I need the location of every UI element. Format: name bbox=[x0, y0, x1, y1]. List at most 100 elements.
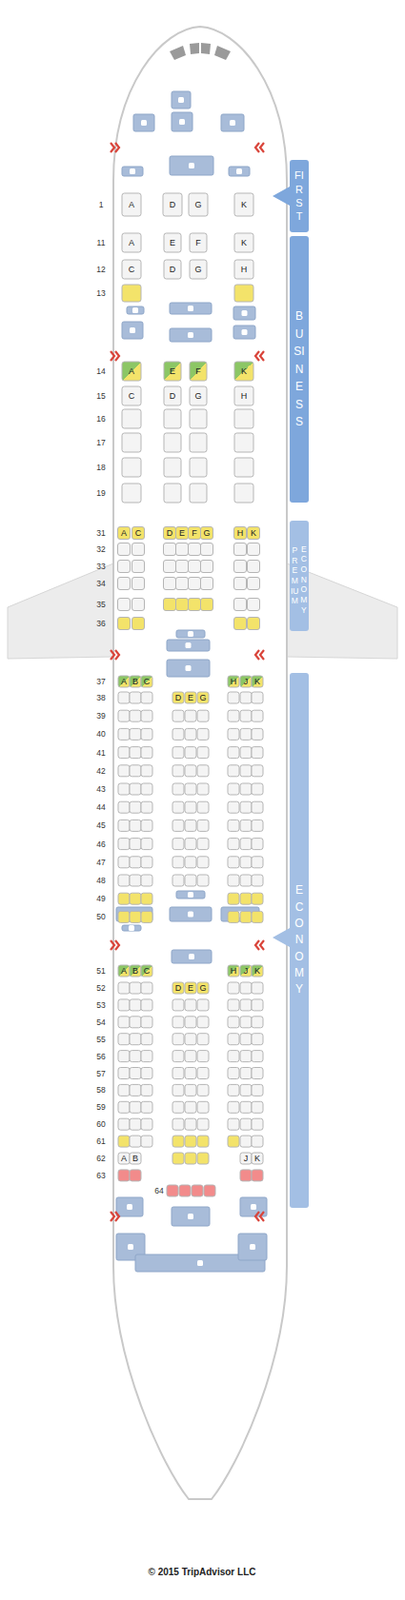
seat bbox=[141, 839, 153, 851]
seat bbox=[118, 544, 131, 557]
seat bbox=[251, 710, 264, 723]
seat bbox=[227, 1017, 240, 1030]
seat bbox=[227, 839, 240, 851]
seat bbox=[247, 578, 261, 591]
seat bbox=[240, 692, 252, 705]
seat bbox=[191, 1186, 203, 1198]
seat bbox=[163, 386, 182, 406]
seat bbox=[247, 527, 261, 541]
seat bbox=[118, 729, 130, 741]
seat bbox=[163, 260, 182, 280]
row-number: 51 bbox=[96, 968, 105, 977]
exit-arrow bbox=[260, 142, 264, 153]
exit-arrow bbox=[255, 650, 260, 661]
exit-arrow bbox=[110, 142, 115, 153]
seat-letter: B bbox=[132, 968, 139, 977]
seat bbox=[247, 599, 261, 612]
seat bbox=[176, 544, 189, 557]
seat bbox=[121, 433, 142, 453]
seat bbox=[234, 433, 254, 453]
seat bbox=[240, 1085, 252, 1097]
seat-letter: D bbox=[169, 392, 177, 402]
seat bbox=[118, 692, 130, 705]
seat bbox=[240, 1069, 252, 1081]
galley-icon bbox=[126, 1205, 133, 1212]
seat bbox=[197, 784, 209, 796]
galley-icon bbox=[249, 1245, 256, 1252]
seat bbox=[179, 1186, 191, 1198]
seat bbox=[234, 284, 254, 303]
band-text: ECONOMY bbox=[300, 545, 309, 616]
seat bbox=[121, 458, 142, 478]
seat bbox=[172, 1119, 184, 1132]
seat bbox=[247, 544, 261, 557]
seat bbox=[184, 1069, 197, 1081]
seat bbox=[189, 260, 207, 280]
exit-arrow bbox=[255, 941, 260, 952]
seat bbox=[203, 1186, 216, 1198]
seat bbox=[176, 561, 189, 574]
exit-arrow bbox=[115, 1213, 120, 1223]
seat bbox=[227, 1136, 240, 1149]
seat bbox=[176, 578, 189, 591]
seat-letter: C bbox=[135, 529, 142, 539]
seat bbox=[141, 1069, 153, 1081]
seat bbox=[129, 710, 142, 723]
galley-icon bbox=[185, 643, 192, 649]
seat bbox=[129, 1017, 142, 1030]
seat bbox=[141, 983, 153, 995]
seat bbox=[234, 362, 254, 382]
seat bbox=[172, 802, 184, 814]
galley-box bbox=[169, 156, 214, 176]
seat bbox=[118, 1171, 130, 1183]
seat bbox=[141, 676, 153, 689]
galley-icon bbox=[188, 162, 195, 169]
seat bbox=[129, 1052, 142, 1064]
row-number: 53 bbox=[96, 1002, 105, 1012]
seat bbox=[184, 748, 197, 760]
left-wing bbox=[7, 564, 114, 660]
galley-icon bbox=[179, 119, 185, 125]
seat bbox=[234, 386, 254, 406]
galley-box bbox=[176, 630, 205, 639]
seat bbox=[227, 766, 240, 778]
seat bbox=[227, 1069, 240, 1081]
seat bbox=[184, 1154, 197, 1166]
galley-box bbox=[116, 1198, 143, 1218]
seat-letter: K bbox=[241, 367, 247, 377]
seat bbox=[234, 618, 247, 631]
seat bbox=[129, 875, 142, 888]
seat bbox=[197, 766, 209, 778]
seat bbox=[163, 458, 182, 478]
seat bbox=[172, 1000, 184, 1013]
seat bbox=[240, 748, 252, 760]
galley-icon bbox=[187, 631, 194, 638]
seat bbox=[118, 1069, 130, 1081]
seat bbox=[197, 1069, 209, 1081]
galley-box bbox=[126, 306, 144, 315]
seat bbox=[172, 1052, 184, 1064]
seat bbox=[118, 766, 130, 778]
row-number: 46 bbox=[96, 840, 105, 850]
seat bbox=[141, 1052, 153, 1064]
seat bbox=[251, 911, 264, 924]
seat bbox=[163, 233, 182, 253]
row-number: 59 bbox=[96, 1104, 105, 1114]
seat bbox=[172, 1017, 184, 1030]
cabin-class-band: ECONOMY bbox=[289, 673, 309, 1210]
seat bbox=[176, 527, 189, 541]
seat bbox=[251, 1017, 264, 1030]
row-number: 36 bbox=[96, 620, 105, 629]
seat bbox=[141, 692, 153, 705]
galley-box bbox=[169, 303, 212, 315]
seat bbox=[141, 1102, 153, 1114]
seat bbox=[184, 802, 197, 814]
galley-box bbox=[221, 114, 244, 132]
seat bbox=[251, 966, 264, 978]
seat bbox=[227, 820, 240, 832]
row-number: 52 bbox=[96, 985, 105, 994]
seat bbox=[234, 193, 254, 217]
seat bbox=[197, 1136, 209, 1149]
seat bbox=[184, 875, 197, 888]
seat bbox=[197, 820, 209, 832]
